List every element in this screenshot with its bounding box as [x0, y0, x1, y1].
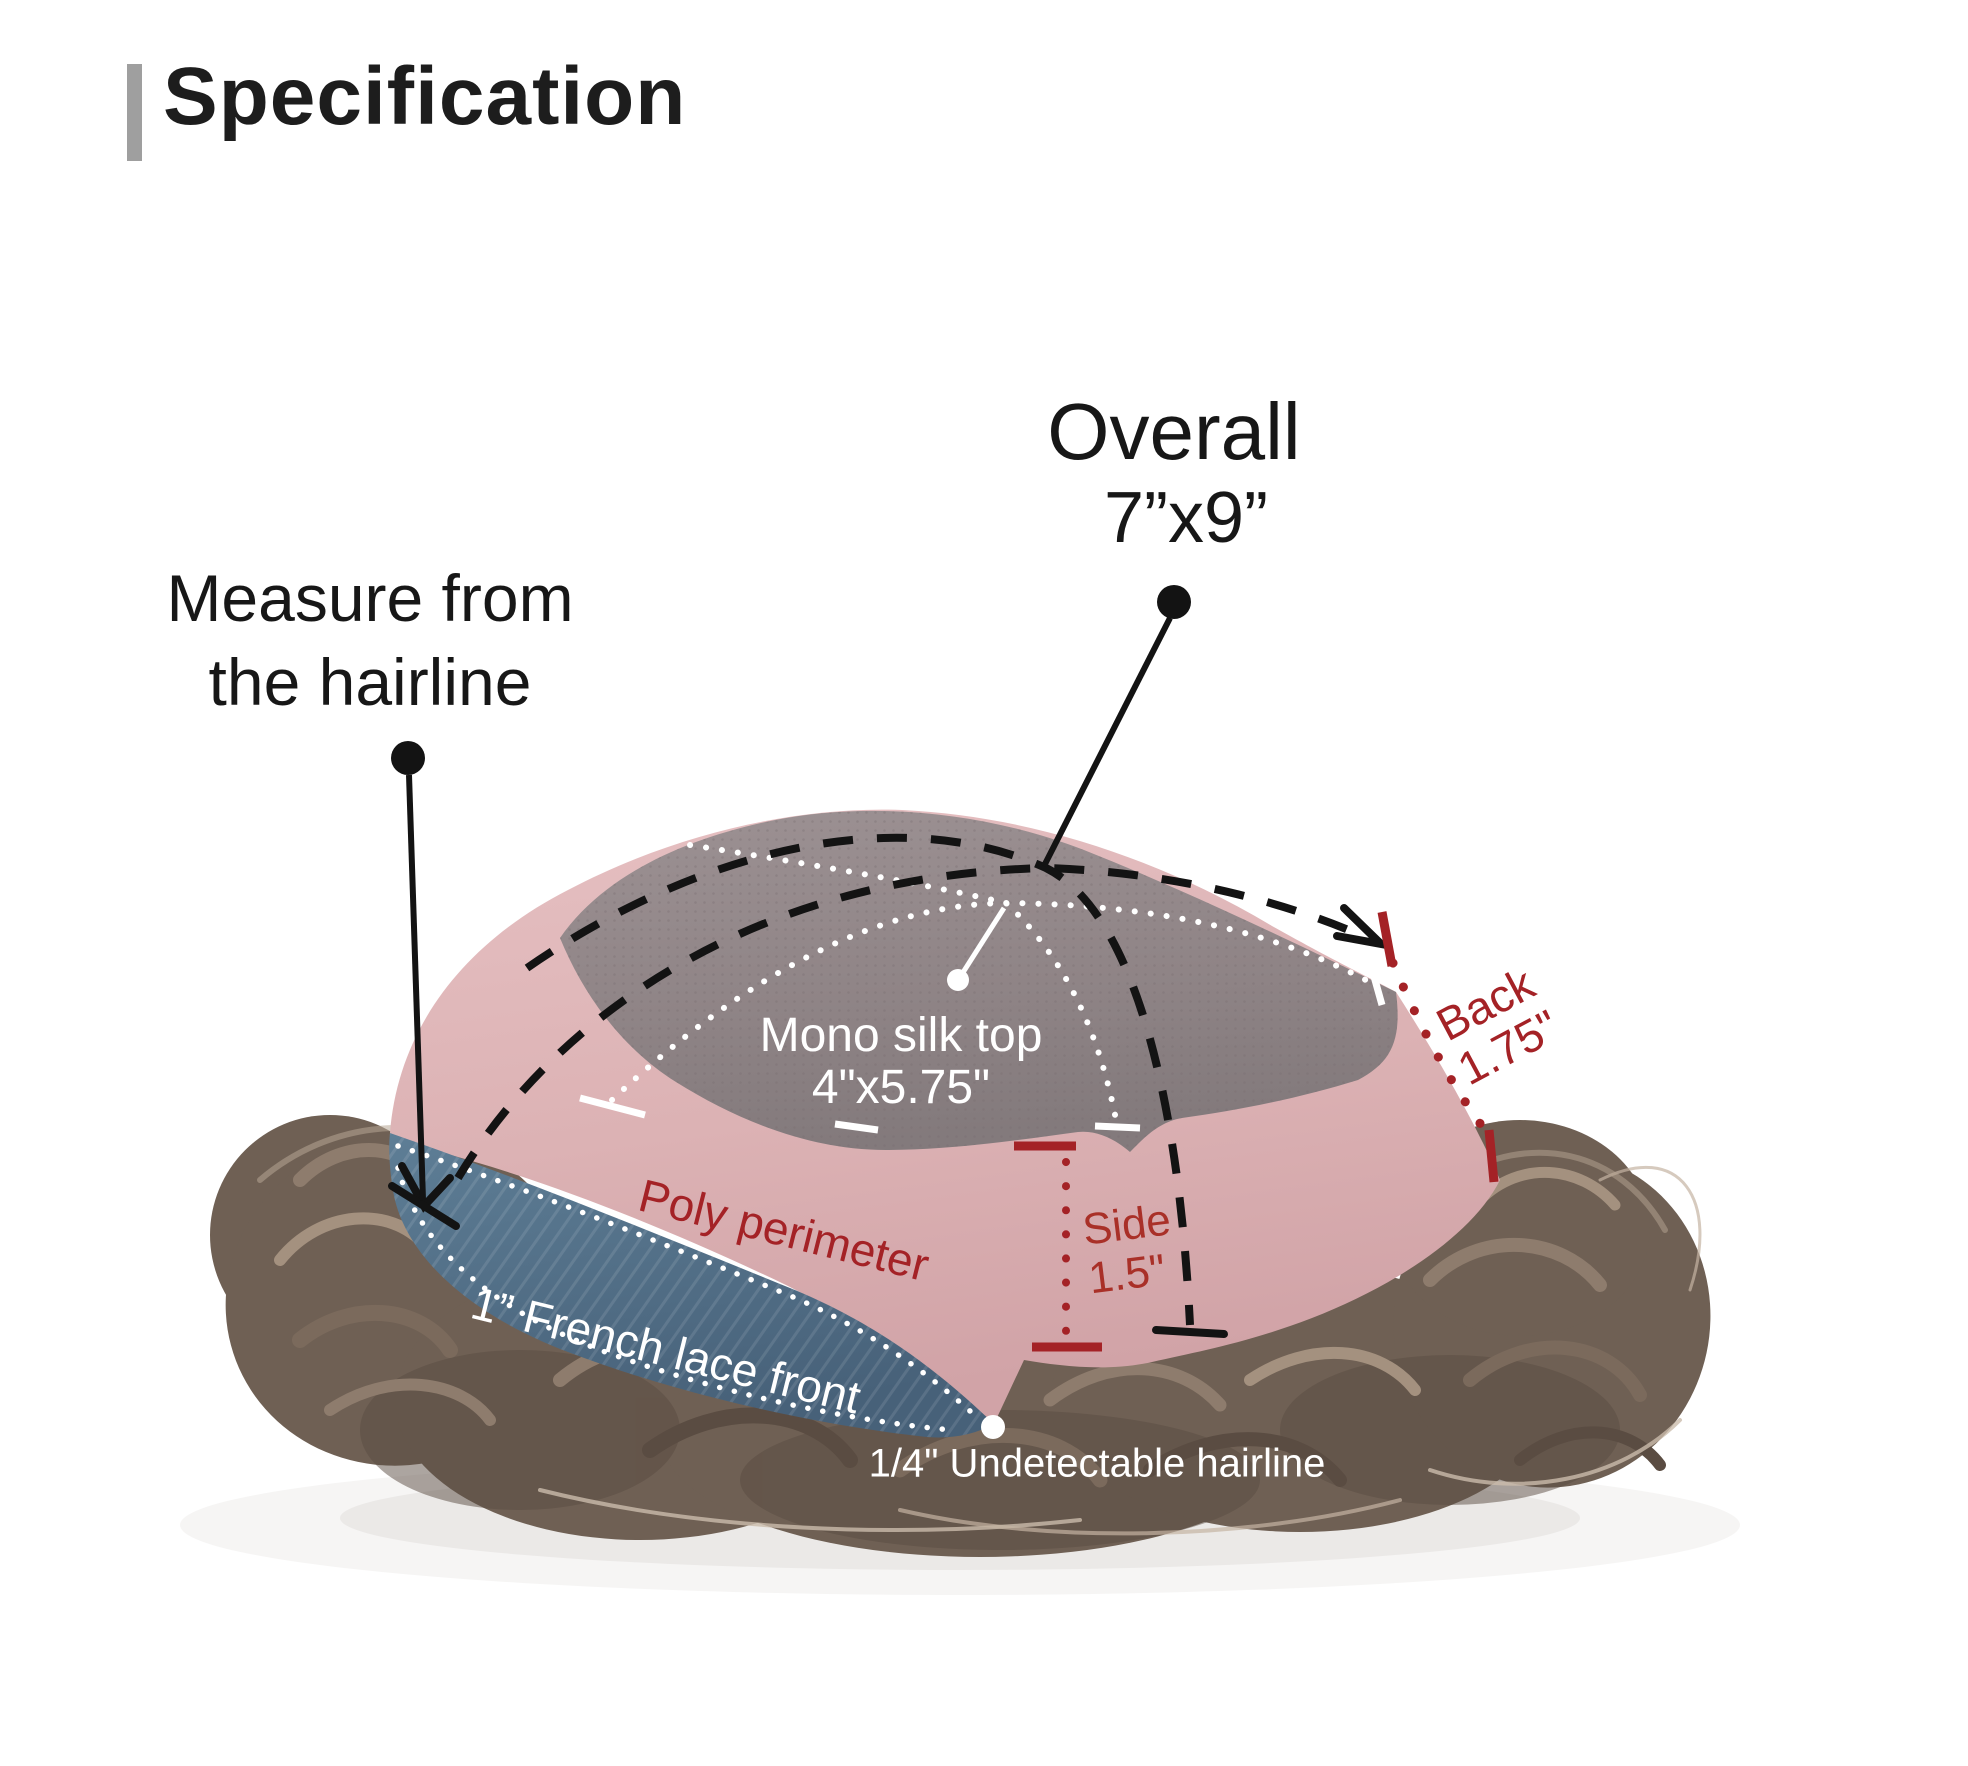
- lace-top-dotted-line: [395, 1143, 983, 1423]
- hair-curl: [1143, 1432, 1347, 1487]
- measure-line1: Measure from: [166, 561, 574, 635]
- mono-value-text: 4"x5.75": [811, 1061, 991, 1114]
- hair-curl: [1463, 1340, 1647, 1402]
- hair-curl: [324, 1378, 496, 1426]
- hair-curl: [1244, 1346, 1421, 1396]
- hair-curl: [642, 1407, 858, 1468]
- overall-label: Overall: [1047, 387, 1301, 476]
- overall-pointer-line: [1041, 616, 1173, 868]
- measure-line2: the hairline: [208, 645, 532, 719]
- mono-tick: [579, 1094, 646, 1119]
- mono-width-dotted-arc: [687, 842, 1120, 1128]
- mono-silk-top-label: Mono silk top 4"x5.75": [760, 1010, 1043, 1114]
- overall-pointer-dot: [1157, 585, 1191, 619]
- mono-tick: [1094, 1122, 1141, 1132]
- measure-pointer-line: [406, 774, 426, 1201]
- measure-pointer-dot: [391, 741, 425, 775]
- back-dotted-line: [1388, 958, 1496, 1143]
- back-top-tick: [1377, 911, 1397, 967]
- undetectable-hairline-label: 1/4" Undetectable hairline: [868, 1441, 1326, 1486]
- back-bottom-tick: [1484, 1129, 1499, 1183]
- side-bottom-black-tick: [1152, 1326, 1228, 1338]
- back-arrowhead: [1333, 904, 1394, 951]
- mono-pointer-line: [959, 906, 1007, 976]
- overall-width-dashed-curve: [524, 833, 1194, 1326]
- hair-strand: [1428, 1418, 1682, 1486]
- hair-shade: [740, 1410, 1260, 1550]
- french-lace-band-texture: [389, 1133, 994, 1438]
- side-measure-label: Side 1.5": [1080, 1195, 1179, 1303]
- hair-strand: [898, 1498, 1402, 1536]
- hair-curl: [1423, 1237, 1607, 1292]
- hair-curl: [1043, 1362, 1227, 1412]
- mono-silk-top-texture: [560, 810, 1398, 1152]
- mono-tick: [834, 1120, 879, 1134]
- mono-label-text: Mono silk top: [759, 1009, 1043, 1062]
- overall-value: 7”x9”: [1103, 478, 1269, 558]
- hair-curl: [1514, 1426, 1666, 1471]
- hair-curl: [292, 1304, 458, 1358]
- mono-pointer-dot: [947, 969, 969, 991]
- hair-shade: [1280, 1355, 1620, 1505]
- hairline-dot: [981, 1415, 1005, 1439]
- hair-curl: [892, 1428, 1108, 1488]
- measure-from-hairline-label: Measure from the hairline: [166, 556, 573, 724]
- page-title: Specification: [163, 51, 687, 142]
- title-accent-bar: [127, 64, 142, 161]
- hair-strand: [1598, 1165, 1702, 1292]
- front-tick: [388, 1182, 460, 1230]
- overall-length-dashed-curve: [454, 863, 1380, 1181]
- mono-tick: [1366, 961, 1386, 1006]
